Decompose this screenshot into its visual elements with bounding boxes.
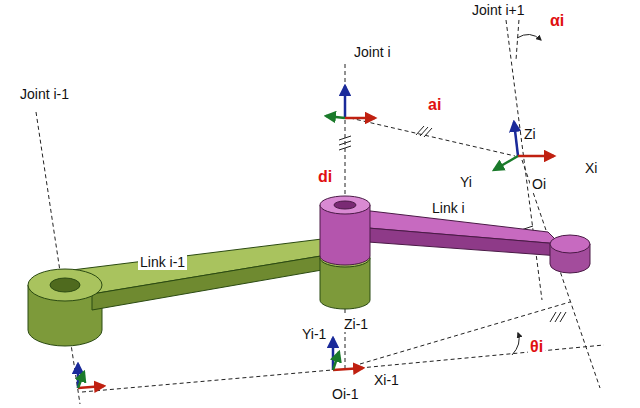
- alpha-arc: [517, 34, 541, 40]
- origin-label: Oi: [530, 176, 548, 192]
- angle-label: θi: [528, 338, 545, 356]
- axis-label: Yi: [458, 174, 474, 190]
- axis-label: Yi-1: [300, 326, 328, 342]
- link-label: Link i-1: [138, 254, 187, 270]
- axis-label: Zi-1: [342, 316, 370, 332]
- joint-label: Joint i+1: [470, 2, 527, 18]
- axis-label: Xi-1: [372, 372, 401, 388]
- link-label: Link i: [430, 200, 467, 216]
- link-i-minus-1: [28, 238, 370, 346]
- joint-label: Joint i-1: [18, 86, 71, 102]
- angle-label: αi: [548, 12, 566, 30]
- parallel-marks: [339, 126, 566, 322]
- dashed-axes: [36, 6, 604, 404]
- theta-arc: [512, 333, 519, 355]
- length-label: ai: [426, 96, 443, 114]
- link-i: [320, 196, 590, 273]
- coordinate-frames: [78, 86, 554, 388]
- origin-label: Oi-1: [330, 386, 360, 402]
- offset-label: di: [316, 168, 334, 186]
- joint-label: Joint i: [352, 44, 393, 60]
- axis-label: Zi: [522, 126, 538, 142]
- axis-label: Xi: [583, 160, 599, 176]
